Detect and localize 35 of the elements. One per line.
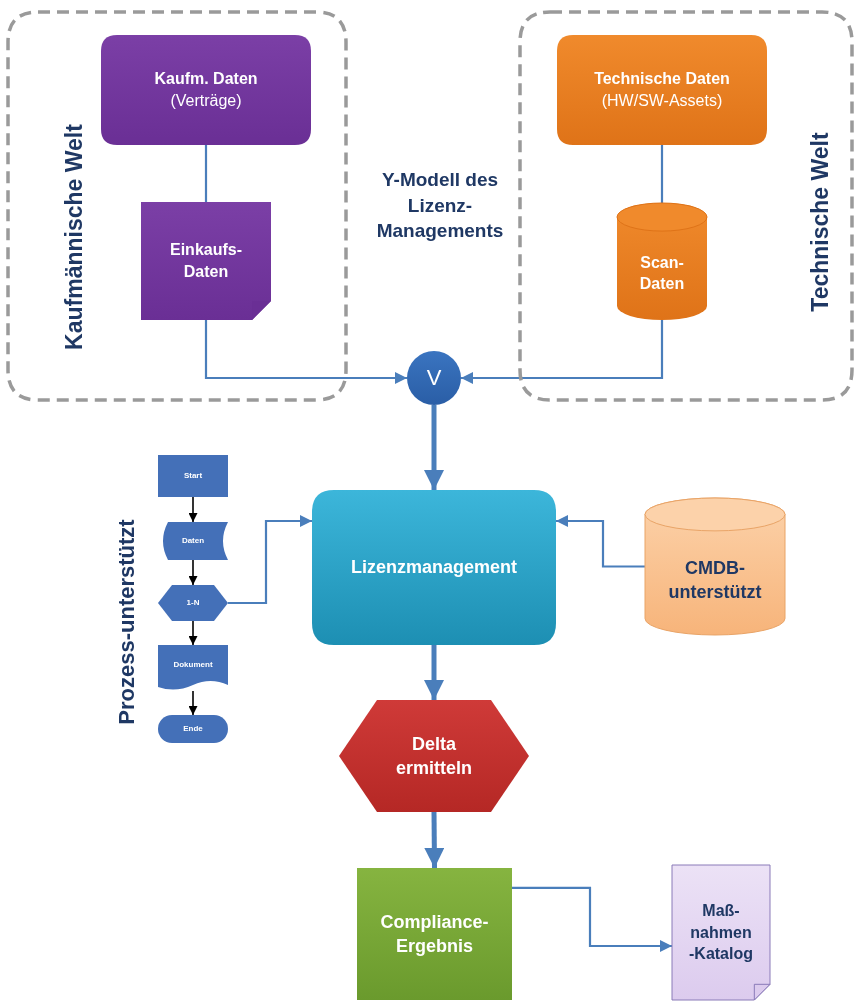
node-label: Daten xyxy=(181,535,205,547)
side-title: Prozess-unterstützt xyxy=(113,519,141,725)
connector-line xyxy=(204,145,208,202)
node-label: Start xyxy=(183,470,203,482)
node-label: CMDB- unterstützt xyxy=(667,556,763,605)
connector-line xyxy=(660,145,664,203)
node-label: Kaufm. Daten xyxy=(154,69,258,90)
node-label: Technische Daten xyxy=(594,69,730,90)
node-label: Delta ermitteln xyxy=(396,732,472,780)
node-label: Lizenzmanagement xyxy=(350,556,517,580)
arrow xyxy=(424,405,444,490)
group-title: Kaufmännische Welt xyxy=(60,124,88,350)
arrow xyxy=(461,320,664,384)
node-label: Ende xyxy=(183,723,203,735)
arrow xyxy=(424,645,444,700)
node-label: Dokument xyxy=(173,659,213,671)
node-label: Einkaufs- Daten xyxy=(169,240,243,282)
node-label: 1-N xyxy=(186,597,200,609)
arrow xyxy=(556,515,645,568)
arrow xyxy=(188,690,198,716)
node-label: Compliance- Ergebnis xyxy=(379,910,490,958)
node-sublabel: (HW/SW-Assets) xyxy=(601,91,723,111)
node-label: Maß- nahmen -Katalog xyxy=(688,901,754,965)
node-label: V xyxy=(426,364,442,393)
arrow xyxy=(188,559,198,586)
diagram-heading: Y-Modell des Lizenz- Managements xyxy=(376,167,504,243)
node-sublabel: (Verträge) xyxy=(170,91,242,111)
arrow xyxy=(228,515,312,605)
group-title: Technische Welt xyxy=(806,132,834,312)
arrow xyxy=(188,620,198,646)
arrow xyxy=(424,811,445,869)
arrow xyxy=(188,496,198,523)
arrow xyxy=(204,320,407,384)
node-label: Scan- Daten xyxy=(638,252,686,295)
arrow xyxy=(512,886,672,952)
